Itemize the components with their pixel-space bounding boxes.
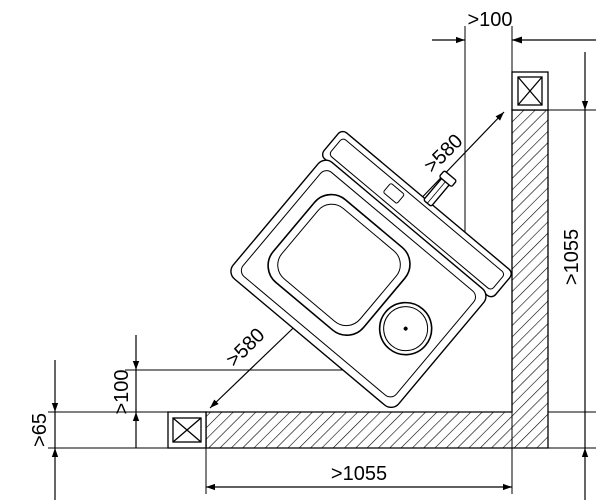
dim-line-diag-upper: [409, 111, 505, 211]
appliance-lid: [267, 193, 411, 336]
appliance-drum: [378, 301, 433, 356]
walls: [167, 71, 549, 449]
label-diagonal-upper: >580: [420, 130, 467, 177]
label-wall-thickness: >65: [29, 413, 51, 447]
label-side-wall-length: >1055: [561, 229, 583, 285]
label-bottom-wall-length: >1055: [331, 463, 387, 485]
wall-end-top: [511, 71, 549, 111]
label-left-clearance: >100: [111, 369, 133, 414]
appliance: [230, 130, 512, 409]
water-connector-icon: [423, 170, 457, 207]
dimension-lines: [51, 36, 596, 500]
wall-end-left: [167, 411, 207, 449]
label-top-clearance: >100: [467, 9, 512, 31]
appliance-body: [230, 159, 487, 409]
label-diagonal-lower: >580: [222, 324, 269, 371]
